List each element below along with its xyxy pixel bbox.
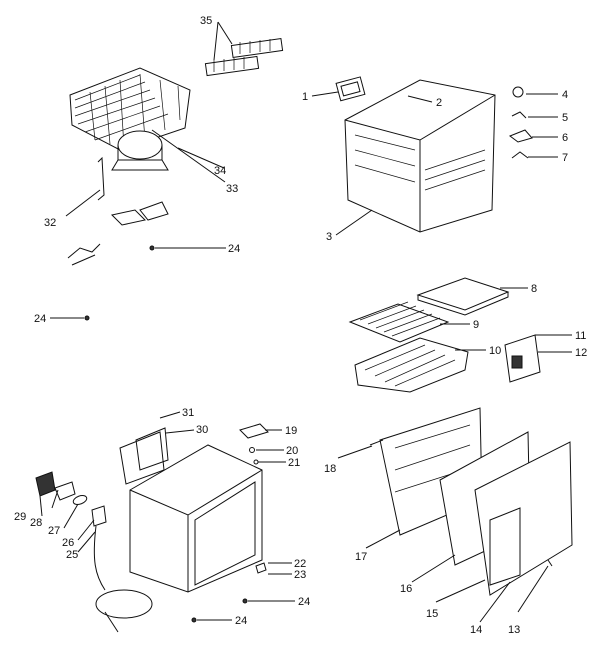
callout-4: 4 [562,89,568,101]
callout-labels: 1 2 3 4 5 6 7 8 9 10 11 12 13 14 15 16 1… [14,15,587,636]
callout-6: 6 [562,132,568,144]
callout-31: 31 [182,407,194,419]
callout-27: 27 [48,525,60,537]
callout-13: 13 [508,624,520,636]
callout-19: 19 [285,425,297,437]
callout-29: 29 [14,511,26,523]
callout-8: 8 [531,283,537,295]
callout-20: 20 [286,445,298,457]
callout-26: 26 [62,537,74,549]
callout-32: 32 [44,217,56,229]
callout-35: 35 [200,15,212,27]
cooling-unit-assembly [67,67,191,321]
callout-33: 33 [226,183,238,195]
callout-21: 21 [288,457,300,469]
power-cord-controls [35,471,153,633]
callout-24-top: 24 [228,243,240,255]
callout-17: 17 [355,551,367,563]
cabinet-box [119,423,269,623]
callout-2: 2 [436,97,442,109]
callout-18: 18 [324,463,336,475]
callout-15: 15 [426,608,438,620]
callout-34: 34 [214,165,226,177]
freezer-compartment [335,76,533,233]
part-35-bars [204,38,284,77]
callout-14: 14 [470,624,482,636]
door-parts [369,407,573,596]
callout-28: 28 [30,517,42,529]
callout-11: 11 [575,330,586,342]
callout-23: 23 [294,569,306,581]
callout-24-bottom: 24 [235,615,247,627]
callout-1: 1 [302,91,308,103]
callout-24-left: 24 [34,313,46,325]
callout-3: 3 [326,231,332,243]
callout-5: 5 [562,112,568,124]
callout-22: 22 [294,558,306,570]
callout-12: 12 [575,347,587,359]
callout-16: 16 [400,583,412,595]
shelves [348,277,541,393]
callout-9: 9 [473,319,479,331]
leader-lines [39,21,572,623]
callout-30: 30 [196,424,208,436]
callout-7: 7 [562,152,568,164]
callout-24-bottom-right: 24 [298,596,310,608]
callout-10: 10 [489,345,501,357]
callout-25: 25 [66,549,78,561]
